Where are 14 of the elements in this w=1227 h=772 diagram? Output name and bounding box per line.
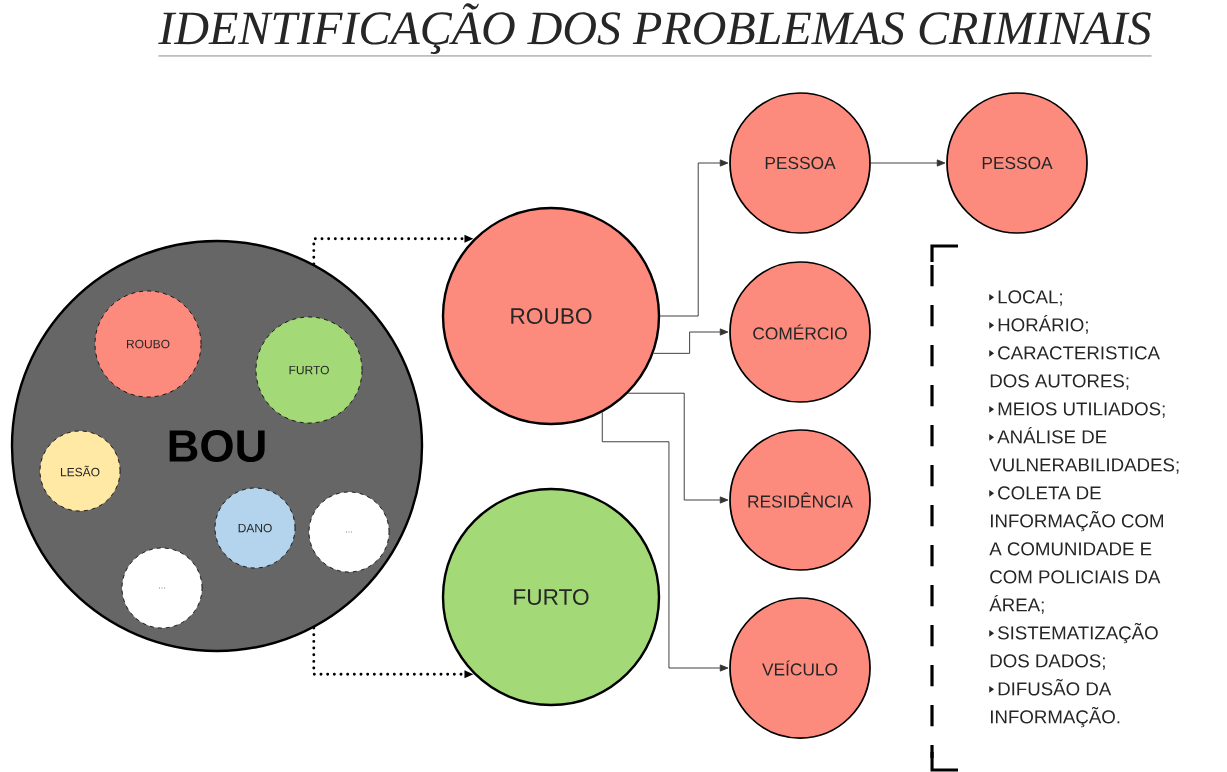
title: IDENTIFICAÇÃO DOS PROBLEMAS CRIMINAIS: [158, 3, 1152, 57]
list-item: MEIOS UTILIADOS;: [989, 402, 1165, 418]
arrow: [659, 159, 729, 317]
list-item: SISTEMATIZAÇÃO DOS DADOS;: [989, 622, 1158, 670]
arrow: [653, 328, 729, 354]
list-item: LOCAL;: [989, 290, 1062, 306]
arrow: [601, 411, 729, 672]
list-item: ANÁLISE DE VULNERABILIDADES;: [989, 427, 1179, 474]
arrow: [627, 392, 729, 504]
arrow: [870, 159, 946, 167]
list-item: DIFUSÃO DA INFORMAÇÃO.: [989, 678, 1120, 728]
list-item: COLETA DE INFORMAÇÃO COM A COMUNIDADE E COM POLICIAIS DA ÁREA;: [989, 486, 1163, 614]
list-item: HORÁRIO;: [989, 315, 1088, 334]
list-item: CARACTERISTICA DOS AUTORES;: [989, 346, 1160, 390]
